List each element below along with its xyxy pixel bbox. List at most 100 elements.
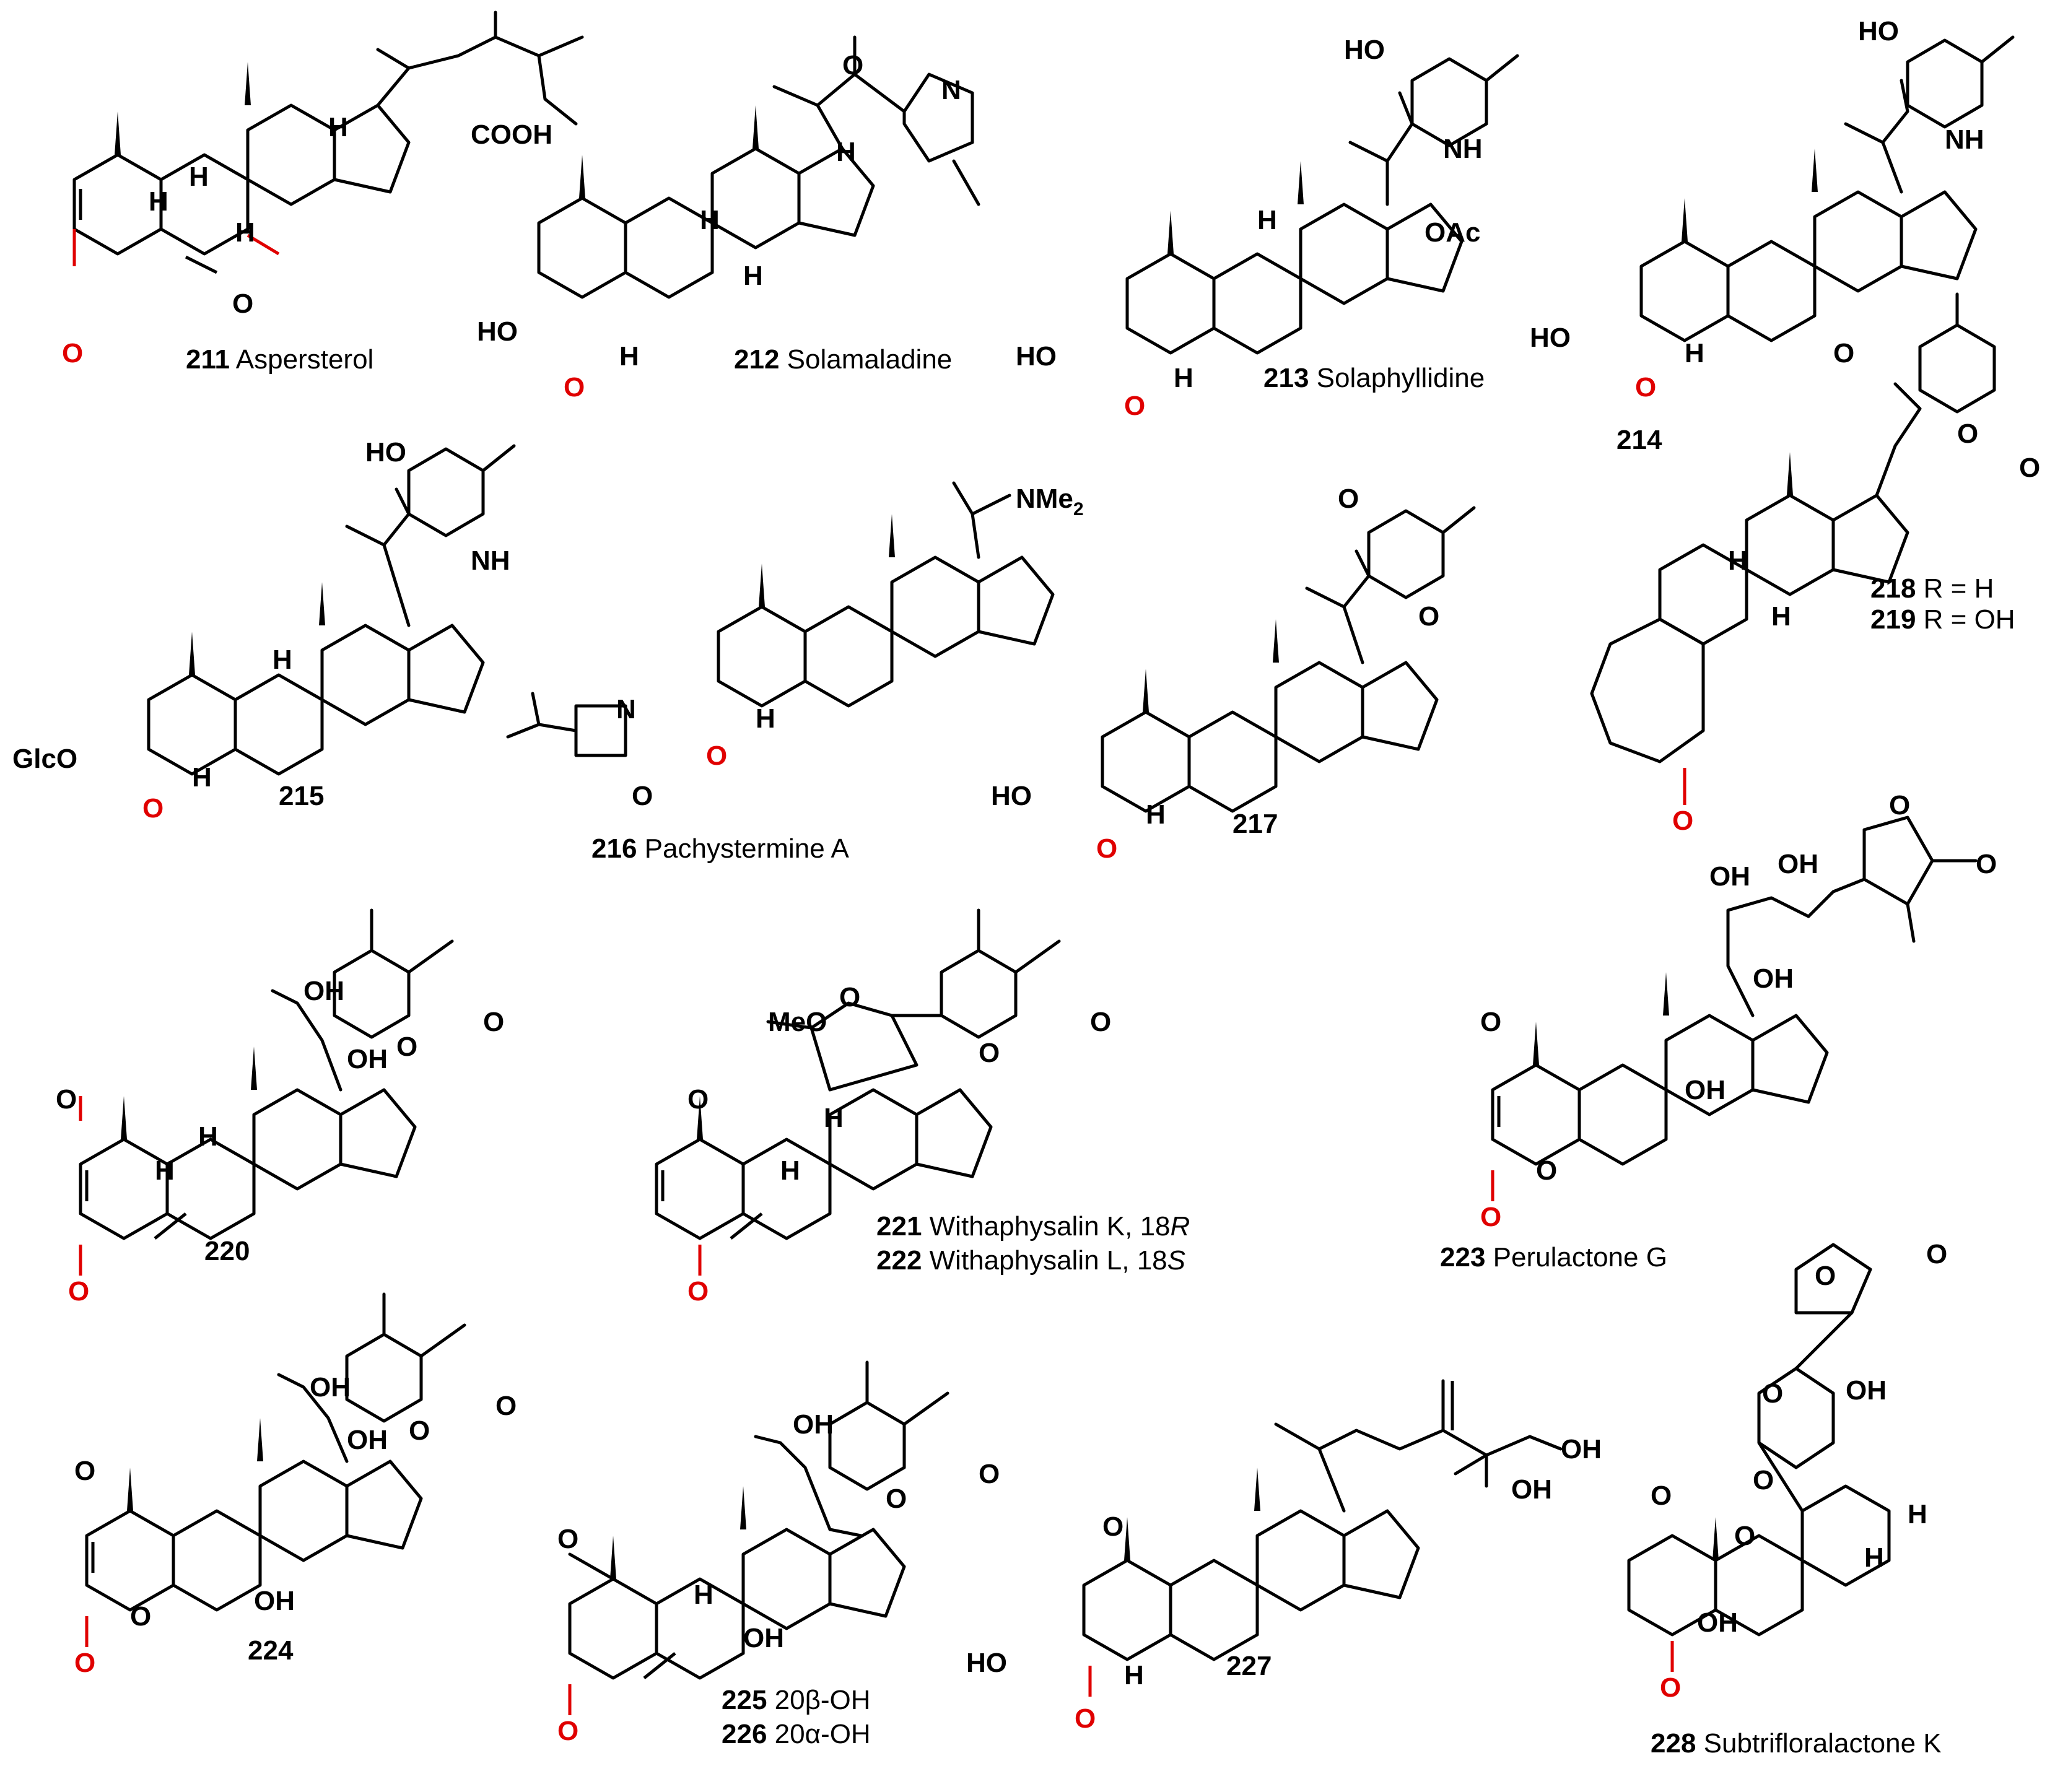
epoxide-oxygen-label: O [130,1601,151,1632]
hydroxyl-label: OH [1697,1607,1738,1638]
h-label: H [1124,1660,1144,1690]
oxo-label: O [564,372,585,402]
hydroxyl-label: HO [1016,341,1057,372]
oac-label: OAc [1424,217,1480,248]
hydroxyl-label: HO [1530,323,1571,353]
hydroxyl-label: OH [254,1586,295,1616]
oxo-label: O [62,338,83,368]
hydroxyl-label: HO [1858,16,1899,46]
oxo-label: O [979,1459,1000,1489]
caption-226: 226 20α-OH [722,1719,871,1749]
epoxide-oxygen-label: O [1734,1521,1755,1551]
oxo-label: O [1102,1511,1123,1542]
oxo-label: O [232,289,253,319]
caption-217: 217 [1233,809,1278,839]
caption-213: 213 Solaphyllidine [1263,363,1485,393]
ring-oxygen-label: O [1833,338,1854,368]
oxo-label: O [483,1007,504,1037]
hydroxyl-label: HO [365,437,406,468]
h-label: H [836,137,856,167]
h-label: H [1174,363,1193,393]
nh-label: NH [1945,124,1984,155]
oxo-label: O [687,1084,709,1115]
ring-oxygen-label: O [396,1032,417,1062]
h-label: H [756,703,775,734]
caption-225: 225 20β-OH [722,1685,871,1715]
oxo-label: O [1075,1703,1096,1734]
hydroxyl-label: OH [310,1372,351,1403]
h-label: H [619,341,639,372]
compound-221-222-structure: MeO O O O O O H H 221 Withaphysalin K, 1… [657,908,1190,1307]
compound-213-structure: HO NH OAc HO O H H 213 Solaphyllidine [1016,35,1519,421]
hydroxyl-label: OH [1846,1375,1887,1406]
caption-224: 224 [248,1635,294,1666]
h-label: H [192,762,212,793]
h-label: H [149,186,168,217]
oxo-label: O [557,1716,578,1746]
h-label: H [189,162,209,192]
ring-oxygen-label: O [1889,790,1910,820]
oxo-label: O [687,1276,709,1307]
h-label: H [1257,205,1277,235]
oxo-label: O [74,1456,95,1486]
ring-oxygen-label: O [409,1416,430,1446]
hydroxyl-label: OH [1778,849,1818,879]
h-label: H [235,217,255,248]
caption-228: 228 Subtrifloralactone K [1651,1728,1942,1759]
hydroxyl-label: OH [1561,1434,1602,1464]
ring-oxygen-label: O [979,1038,1000,1068]
oxo-label: O [557,1524,578,1554]
caption-212: 212 Solamaladine [734,344,952,375]
h-label: H [743,261,763,291]
oxo-label: O [74,1648,95,1678]
glco-label: GlcO [12,744,77,774]
hydroxyl-label: OH [347,1044,388,1074]
cooh-label: COOH [471,120,552,150]
caption-215: 215 [279,781,324,811]
caption-214: 214 [1616,425,1662,455]
oxo-label: O [632,781,653,811]
oxo-label: O [1090,1007,1111,1037]
compound-211-structure: COOH H H H H O O 211 Aspersterol [62,11,584,375]
methoxy-label: MeO [768,1007,827,1037]
oxo-label: O [56,1084,77,1115]
caption-219: 219 R = OH [1870,604,2015,635]
oxo-label: O [1124,391,1145,421]
ring-oxygen-label: O [886,1484,907,1514]
compound-220-structure: OH OH O O O O H H 220 [56,908,504,1307]
oxo-label: O [142,793,164,824]
oxo-label: O [1976,849,1997,879]
hydroxyl-label: OH [303,976,344,1006]
nh-label: NH [1443,134,1483,164]
hydroxyl-label: HO [477,316,518,347]
oxo-label: O [1338,484,1359,514]
compound-223-structure: OH OH OH OH O O O O O 223 Perulactone G [1440,790,1997,1272]
nh-label: NH [471,546,510,576]
hydroxyl-label: HO [966,1648,1007,1678]
hydroxyl-label: OH [743,1623,784,1653]
h-label: H [1771,601,1791,632]
oxo-label: O [1926,1239,1947,1269]
hydroxyl-label: OH [1511,1474,1552,1505]
oxo-label: O [1672,806,1693,836]
n-label: N [616,694,636,724]
n-label: N [941,75,961,105]
h-label: H [1864,1542,1884,1573]
caption-223: 223 Perulactone G [1440,1242,1667,1272]
hydroxyl-label: OH [347,1425,388,1455]
caption-227: 227 [1226,1651,1272,1681]
h-label: H [824,1103,844,1133]
ring-oxygen-label: O [839,982,860,1012]
oxo-label: O [1660,1672,1681,1703]
caption-216: 216 Pachystermine A [591,833,849,864]
hydroxyl-label: HO [991,781,1032,811]
compound-224-structure: OH OH OH O O O O O 224 [74,1292,517,1678]
caption-220: 220 [204,1236,250,1266]
nme2-label: NMe2 [1016,484,1084,520]
caption-222: 222 Withaphysalin L, 18S [876,1245,1185,1276]
h-label: H [198,1121,218,1152]
h-label: H [694,1580,713,1610]
h-label: H [1146,799,1166,830]
h-label: H [328,112,348,142]
